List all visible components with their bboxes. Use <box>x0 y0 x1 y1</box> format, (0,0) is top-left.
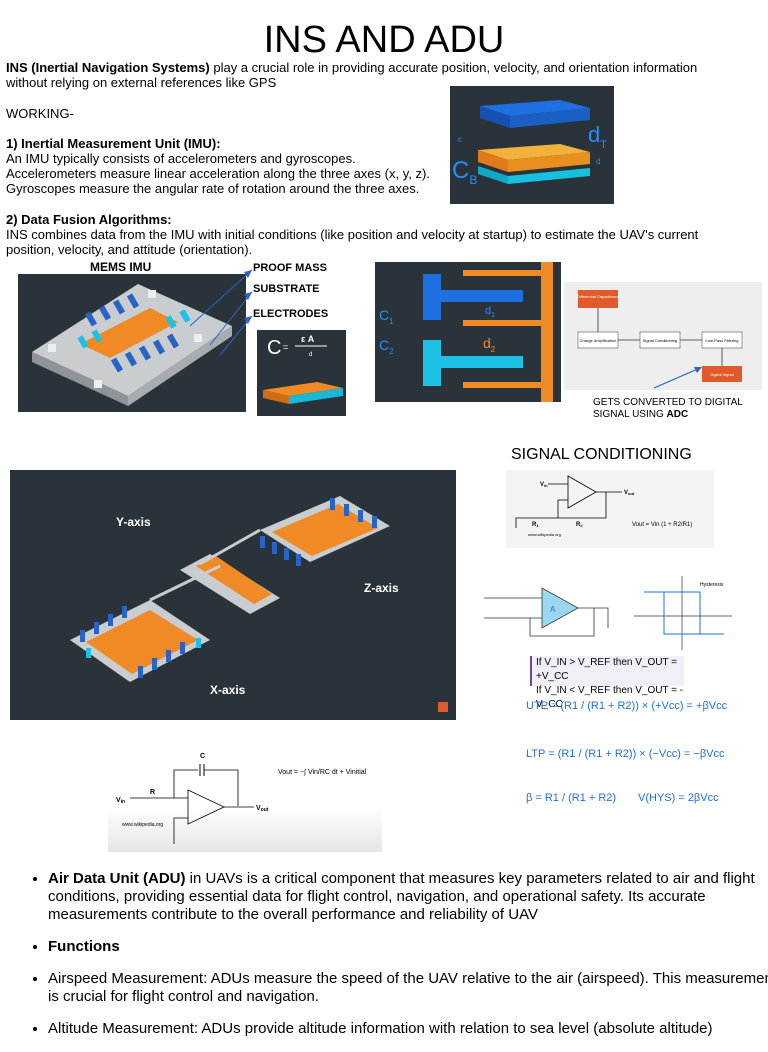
imu-line: An IMU typically consists of acceleromet… <box>6 151 356 166</box>
list-item: Altitude Measurement: ADUs provide altit… <box>48 1020 768 1038</box>
label-substrate: SUBSTRATE <box>253 283 320 295</box>
flow-box-charge: Charge Amplification <box>580 338 617 343</box>
intro-paragraph: INS (Inertial Navigation Systems) play a… <box>6 60 746 90</box>
adc-caption: GETS CONVERTED TO DIGITAL SIGNAL USING A… <box>593 397 743 420</box>
amp-site: www.wikipedia.org <box>528 532 561 537</box>
db-label: d <box>596 157 600 166</box>
dt-label: dT <box>588 122 607 151</box>
mems-imu-image <box>18 274 246 412</box>
imu-heading: 1) Inertial Measurement Unit (IMU): <box>6 136 221 151</box>
integrator-vout: Vout <box>256 805 269 813</box>
intro-bold: INS (Inertial Navigation Systems) <box>6 60 210 75</box>
fusion-line: INS combines data from the IMU with init… <box>6 227 699 242</box>
flow-box-conditioning: Signal Conditioning <box>643 338 677 343</box>
comb-c2: C2 <box>379 337 394 356</box>
flow-box-lowpass: Low-Pass Filtering <box>706 338 739 343</box>
capacitance-formula-image: C = ε A d <box>257 330 346 416</box>
amp-r1: R1 <box>532 522 539 528</box>
formula-denominator: d <box>309 352 312 358</box>
imu-line: Gyroscopes measure the angular rate of r… <box>6 181 420 196</box>
x-axis-label: X-axis <box>210 683 246 697</box>
capacitor-plates-image: c dT CB d <box>450 86 614 204</box>
mems-label-arrows <box>190 269 253 356</box>
schmitt-cond-1: If V_IN > V_REF then V_OUT = +V_CC <box>536 657 677 682</box>
label-proof-mass: PROOF MASS <box>253 262 327 274</box>
integrator-c: C <box>200 753 205 760</box>
capacitor-plates-illustration: c dT CB d <box>452 100 607 187</box>
intro-line2: without relying on external references l… <box>6 75 277 90</box>
flow-box-top: Differential Capacitance <box>577 294 620 299</box>
working-label: WORKING- <box>6 106 74 121</box>
page-title: INS AND ADU <box>263 19 505 61</box>
formula-eq: = <box>283 342 288 352</box>
y-axis-label: Y-axis <box>116 515 151 529</box>
integrator-formula: Vout = −∫ Vin/RC dt + Vinitial <box>278 769 367 776</box>
amp-gain-formula: Vout = Vin (1 + R2/R1) <box>632 522 692 528</box>
mems-imu-illustration <box>32 284 232 406</box>
hysteresis-label: Hysteresis <box>700 582 724 588</box>
list-item: Airspeed Measurement: ADUs measure the s… <box>48 970 768 1006</box>
imu-line: Accelerometers measure linear accelerati… <box>6 166 430 181</box>
opamp-a-label: A <box>550 605 556 614</box>
fusion-heading: 2) Data Fusion Algorithms: <box>6 212 172 227</box>
amp-vout: Vout <box>624 490 635 496</box>
comb-d2: d2 <box>483 335 496 354</box>
integrator-vin: Vin <box>116 797 125 805</box>
y-axis-structure <box>260 496 390 566</box>
utp-formula: UTP = (R1 / (R1 + R2)) × (+Vcc) = +βVcc <box>526 700 728 712</box>
ltp-formula: LTP = (R1 / (R1 + R2)) × (−Vcc) = −βVcc <box>526 748 725 760</box>
corner-badge <box>438 702 448 712</box>
three-axis-accelerometer-image: Y-axis Z-axis X-axis <box>10 470 456 720</box>
fusion-line: position, velocity, and attitude (orient… <box>6 242 253 257</box>
imu-section: 1) Inertial Measurement Unit (IMU): An I… <box>6 136 446 196</box>
comb-d1: d1 <box>485 305 495 319</box>
fusion-section: 2) Data Fusion Algorithms: INS combines … <box>6 212 746 257</box>
schmitt-trigger-circuit: A <box>484 587 609 637</box>
z-axis-structure <box>180 554 280 614</box>
comb-c1: C1 <box>379 307 394 326</box>
signal-flow-diagram: Differential Capacitance Charge Amplific… <box>564 282 762 390</box>
schmitt-cond-2: If V_IN < V_REF then V_OUT = -V_CC <box>536 685 684 710</box>
formula-numerator: ε A <box>301 334 315 344</box>
comb-capacitor-image: C1 C2 d1 d2 <box>375 262 561 402</box>
adu-list: Air Data Unit (ADU) in UAVs is a critica… <box>24 870 768 1052</box>
intro-text: play a crucial role in providing accurat… <box>209 60 698 75</box>
integrator-r: R <box>150 789 155 796</box>
amp-vin: Vin <box>540 482 548 488</box>
beta-formula: β = R1 / (R1 + R2) <box>526 792 617 804</box>
schmitt-conditions-box: If V_IN > V_REF then V_OUT = +V_CC If V_… <box>530 656 684 710</box>
label-electrodes: ELECTRODES <box>253 308 329 320</box>
mems-title: MEMS IMU <box>90 260 152 274</box>
cb-label: CB <box>452 157 477 187</box>
amp-r2: R2 <box>576 522 583 528</box>
z-axis-label: Z-axis <box>364 581 399 595</box>
vhys-formula: V(HYS) = 2βVcc <box>638 792 719 804</box>
integrator-circuit-image: C R Vin Vout Vout = −∫ Vin/RC dt + Vinit… <box>108 740 382 852</box>
x-axis-structure <box>70 600 210 682</box>
list-item: Air Data Unit (ADU) in UAVs is a critica… <box>48 870 768 924</box>
signal-conditioning-heading: SIGNAL CONDITIONING <box>511 446 692 463</box>
ct-label: c <box>458 135 462 144</box>
list-item: Functions <box>48 938 768 956</box>
flow-box-digital: Digital Signal <box>710 372 733 377</box>
formula-c: C <box>267 337 281 359</box>
hysteresis-plot: Hysteresis <box>634 576 732 650</box>
integrator-site: www.wikipedia.org <box>122 822 163 828</box>
non-inverting-amplifier-image: Vin Vout R1 R2 Vout = Vin (1 + R2/R1) ww… <box>506 470 714 548</box>
